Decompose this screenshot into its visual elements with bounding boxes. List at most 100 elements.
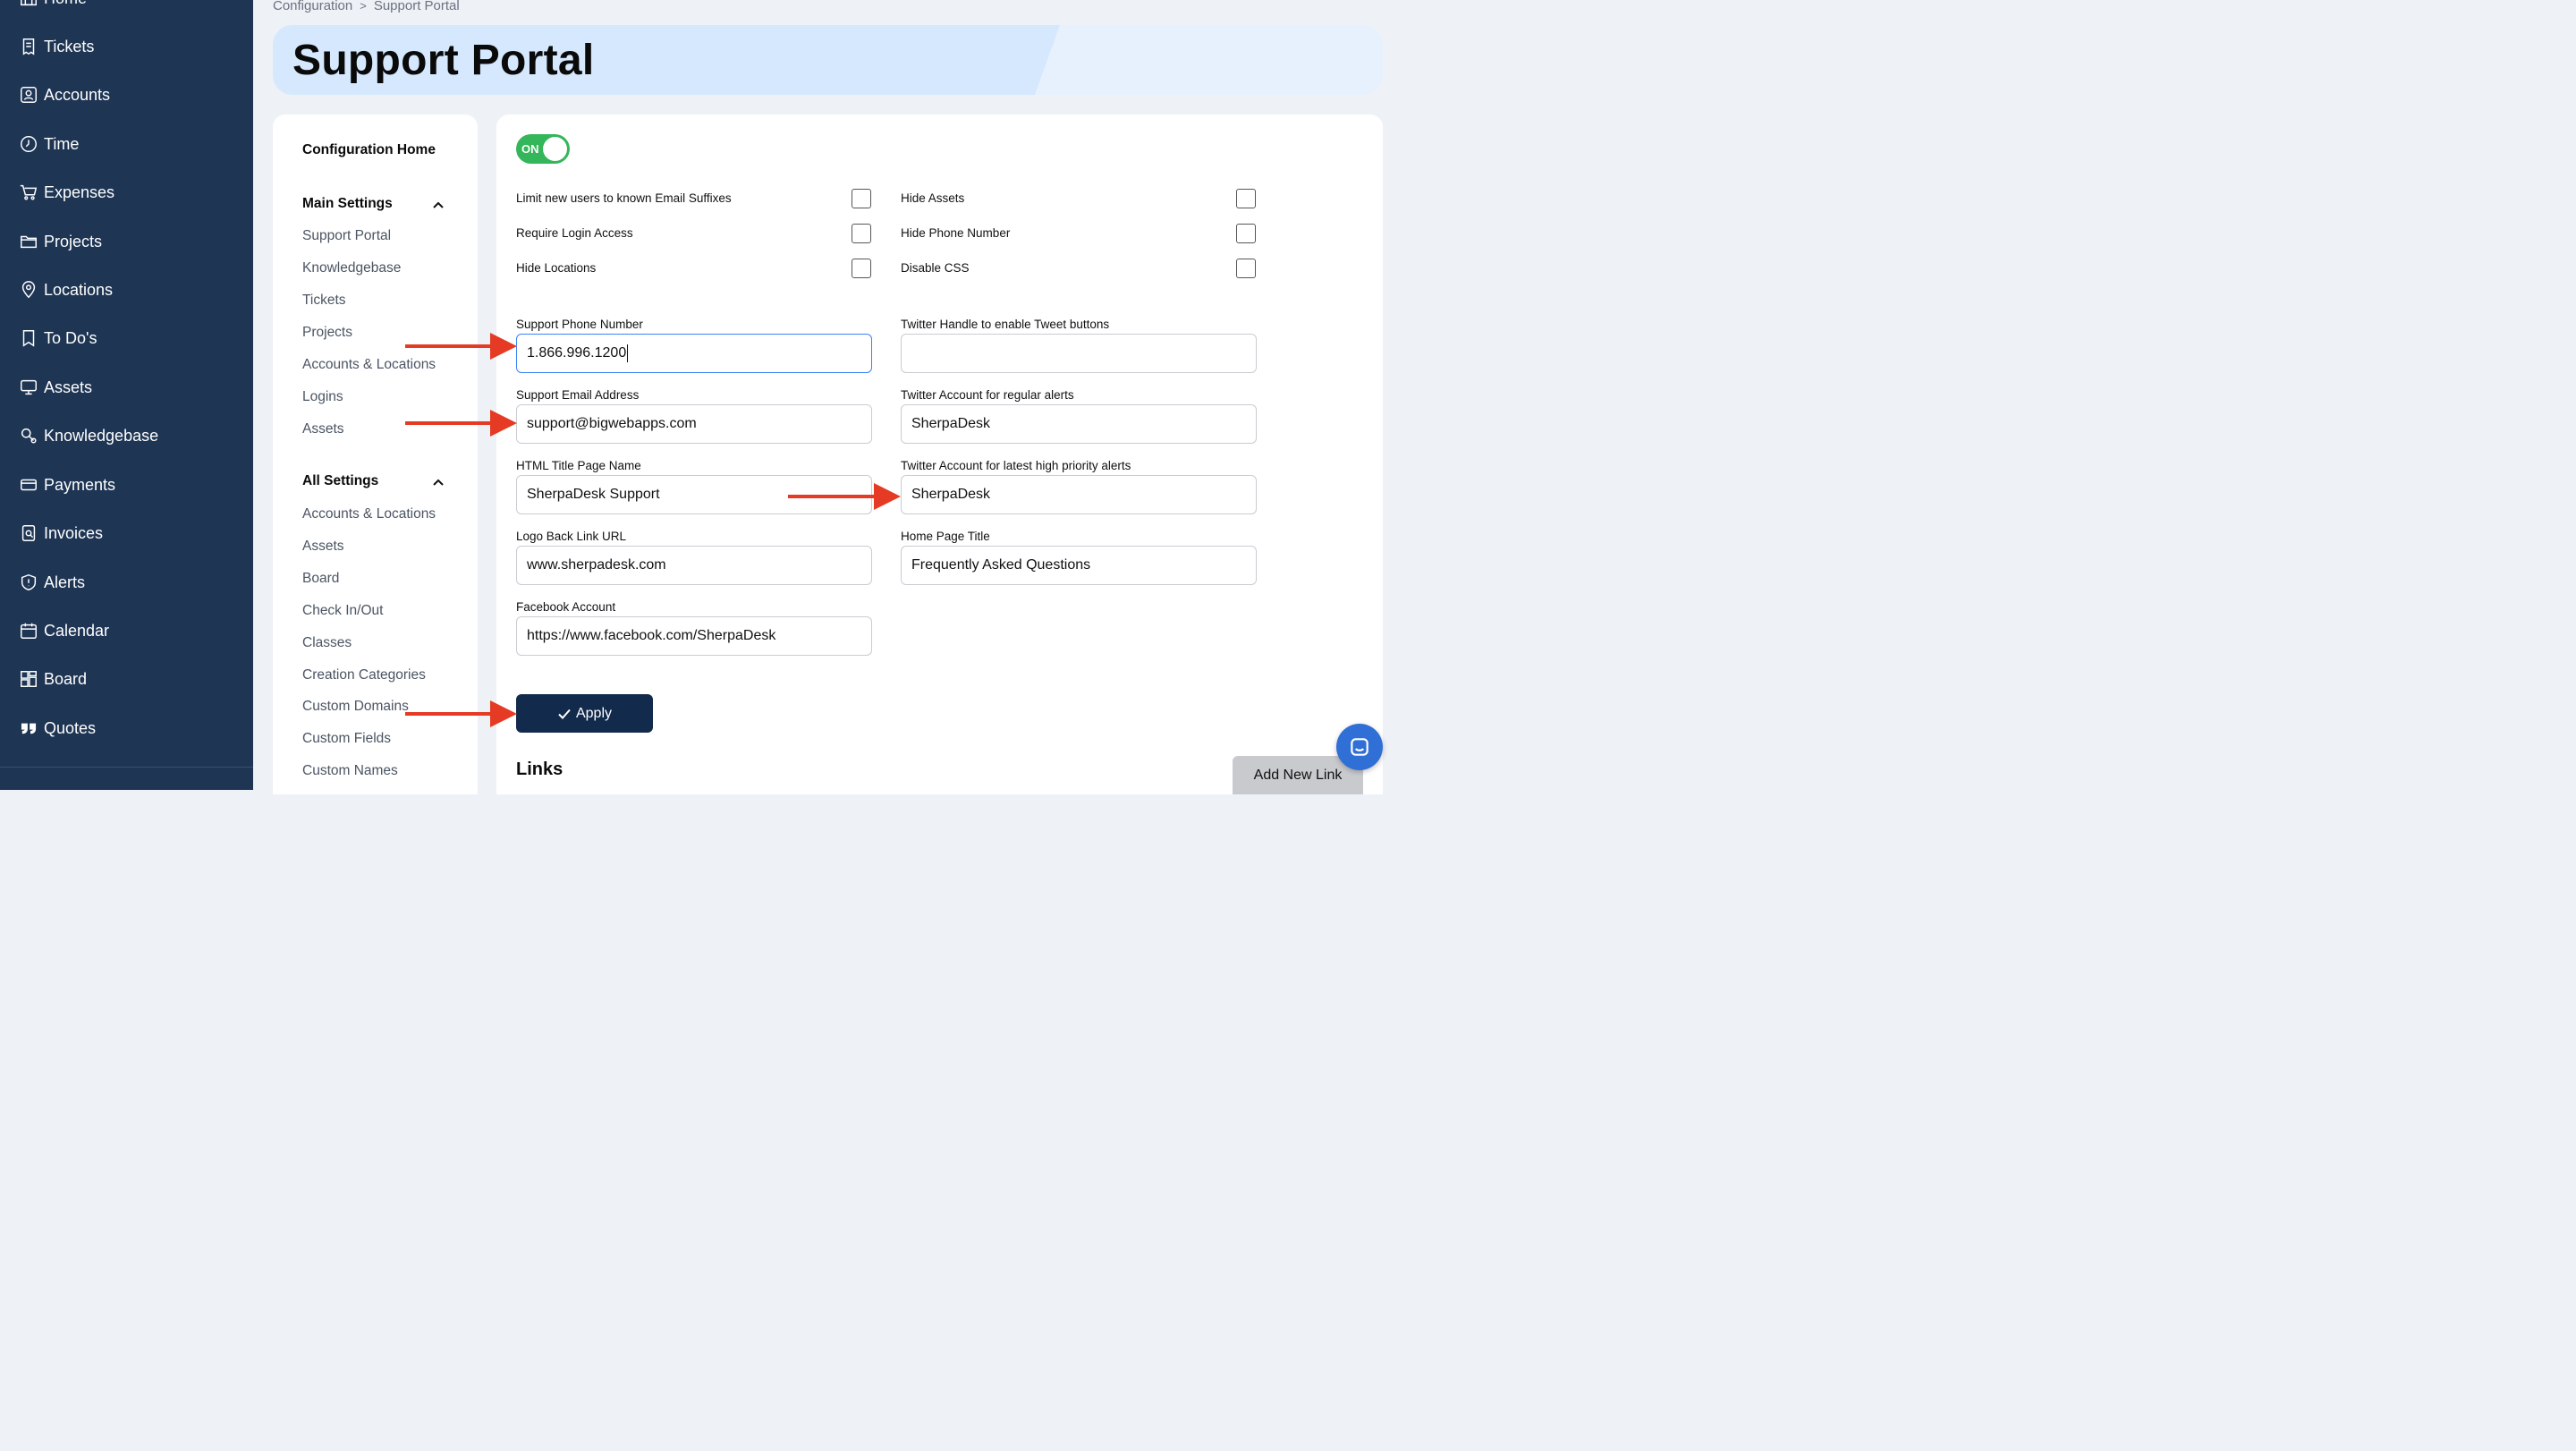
config-link-custom-domains[interactable]: Custom Domains	[302, 699, 409, 714]
chat-launcher-button[interactable]	[1336, 724, 1383, 770]
breadcrumb-configuration[interactable]: Configuration	[273, 0, 353, 13]
settings-panel: ON Limit new users to known Email Suffix…	[496, 115, 1383, 794]
bookmark-icon	[18, 327, 39, 349]
sidebar-item-knowledgebase[interactable]: Knowledgebase	[18, 421, 158, 450]
checkbox-limit-email[interactable]	[852, 189, 871, 208]
twitter-regular-input[interactable]: SherpaDesk	[901, 404, 1257, 444]
cart-icon	[18, 182, 39, 203]
config-home-link[interactable]: Configuration Home	[302, 142, 436, 157]
sidebar-item-label: Expenses	[44, 182, 115, 201]
sidebar-item-label: Tickets	[44, 37, 95, 55]
twitter-handle-input[interactable]	[901, 334, 1257, 373]
main-settings-heading[interactable]: Main Settings	[302, 196, 393, 211]
logo-back-link-input[interactable]: www.sherpadesk.com	[516, 546, 872, 585]
support-email-label: Support Email Address	[516, 388, 640, 402]
sidebar-divider	[0, 767, 253, 768]
sidebar-item-alerts[interactable]: Alerts	[18, 568, 85, 597]
sidebar-item-tickets[interactable]: Tickets	[18, 32, 94, 61]
annotation-arrow	[788, 483, 901, 510]
apply-button[interactable]: Apply	[516, 694, 653, 733]
config-link-knowledgebase[interactable]: Knowledgebase	[302, 260, 402, 276]
invoice-icon	[18, 522, 39, 544]
monitor-icon	[18, 377, 39, 398]
config-link-classes[interactable]: Classes	[302, 635, 352, 650]
html-title-value: SherpaDesk Support	[527, 487, 660, 502]
checkbox-label-limit-email: Limit new users to known Email Suffixes	[516, 191, 732, 205]
checkbox-hide-locations[interactable]	[852, 259, 871, 278]
sidebar-item-locations[interactable]: Locations	[18, 276, 113, 304]
config-link-creation-categories[interactable]: Creation Categories	[302, 667, 426, 683]
sidebar-item-assets[interactable]: Assets	[18, 373, 92, 402]
sidebar-item-label: Time	[44, 134, 80, 153]
checkbox-label-disable-css: Disable CSS	[901, 261, 970, 275]
sidebar-item-calendar[interactable]: Calendar	[18, 616, 109, 645]
sidebar-item-todos[interactable]: To Do's	[18, 324, 97, 352]
quote-icon	[18, 717, 39, 739]
breadcrumb-support-portal: Support Portal	[373, 0, 460, 13]
sidebar-item-label: Home	[44, 0, 87, 8]
config-link-all-accounts-locations[interactable]: Accounts & Locations	[302, 506, 436, 522]
ticket-icon	[18, 36, 39, 57]
checkbox-label-require-login: Require Login Access	[516, 226, 633, 240]
facebook-input[interactable]: https://www.facebook.com/SherpaDesk	[516, 616, 872, 656]
page-banner: Support Portal	[273, 25, 1383, 95]
support-phone-input[interactable]: 1.866.996.1200	[516, 334, 872, 373]
clock-icon	[18, 133, 39, 155]
chevron-up-icon[interactable]	[432, 199, 445, 211]
toggle-label: ON	[521, 142, 539, 156]
page-title: Support Portal	[292, 37, 595, 84]
chat-icon	[1351, 738, 1368, 756]
checkbox-hide-phone[interactable]	[1236, 224, 1256, 243]
twitter-priority-input[interactable]: SherpaDesk	[901, 475, 1257, 514]
sidebar-item-accounts[interactable]: Accounts	[18, 81, 110, 109]
sidebar-item-board[interactable]: Board	[18, 665, 87, 693]
config-link-custom-fields[interactable]: Custom Fields	[302, 731, 392, 746]
portal-toggle[interactable]: ON	[516, 134, 570, 164]
toggle-knob	[543, 137, 567, 161]
sidebar-item-label: Calendar	[44, 621, 110, 640]
config-link-all-assets[interactable]: Assets	[302, 539, 344, 554]
config-link-check-in-out[interactable]: Check In/Out	[302, 603, 384, 618]
credit-card-icon	[18, 474, 39, 496]
sidebar-item-projects[interactable]: Projects	[18, 227, 102, 256]
config-link-custom-names[interactable]: Custom Names	[302, 763, 398, 778]
sidebar-item-invoices[interactable]: Invoices	[18, 519, 103, 547]
checkbox-label-hide-locations: Hide Locations	[516, 261, 597, 275]
text-caret	[627, 344, 629, 362]
chevron-up-icon[interactable]	[432, 476, 445, 488]
annotation-arrow	[405, 333, 517, 360]
config-link-accounts-locations[interactable]: Accounts & Locations	[302, 357, 436, 372]
checkbox-hide-assets[interactable]	[1236, 189, 1256, 208]
sidebar-item-expenses[interactable]: Expenses	[18, 178, 114, 207]
sidebar-item-label: Alerts	[44, 573, 86, 591]
sidebar-item-label: Accounts	[44, 85, 111, 104]
sidebar-item-payments[interactable]: Payments	[18, 471, 115, 499]
config-link-logins[interactable]: Logins	[302, 389, 343, 404]
home-page-title-input[interactable]: Frequently Asked Questions	[901, 546, 1257, 585]
banner-stripe	[273, 25, 1060, 95]
config-link-support-portal[interactable]: Support Portal	[302, 228, 392, 243]
config-link-assets[interactable]: Assets	[302, 421, 344, 437]
checkbox-require-login[interactable]	[852, 224, 871, 243]
sidebar-item-label: Payments	[44, 475, 116, 494]
config-nav-panel: Configuration Home Main Settings Support…	[273, 115, 478, 794]
apply-button-label: Apply	[575, 705, 613, 721]
folder-icon	[18, 231, 39, 252]
config-link-board[interactable]: Board	[302, 571, 340, 586]
checkbox-disable-css[interactable]	[1236, 259, 1256, 278]
config-link-projects[interactable]: Projects	[302, 325, 352, 340]
sidebar-item-home[interactable]: Home	[18, 0, 87, 13]
support-phone-label: Support Phone Number	[516, 318, 643, 331]
home-icon	[18, 0, 39, 9]
all-settings-heading[interactable]: All Settings	[302, 473, 379, 488]
sidebar-item-label: Quotes	[44, 718, 97, 737]
support-email-value: support@bigwebapps.com	[527, 416, 697, 431]
sidebar-item-quotes[interactable]: Quotes	[18, 714, 96, 742]
sidebar: Home Tickets Accounts Time Expenses Proj…	[0, 0, 253, 790]
support-email-input[interactable]: support@bigwebapps.com	[516, 404, 872, 444]
sidebar-item-time[interactable]: Time	[18, 130, 79, 158]
config-link-tickets[interactable]: Tickets	[302, 293, 346, 308]
shield-alert-icon	[18, 572, 39, 593]
facebook-label: Facebook Account	[516, 600, 616, 614]
facebook-value: https://www.facebook.com/SherpaDesk	[527, 628, 776, 643]
